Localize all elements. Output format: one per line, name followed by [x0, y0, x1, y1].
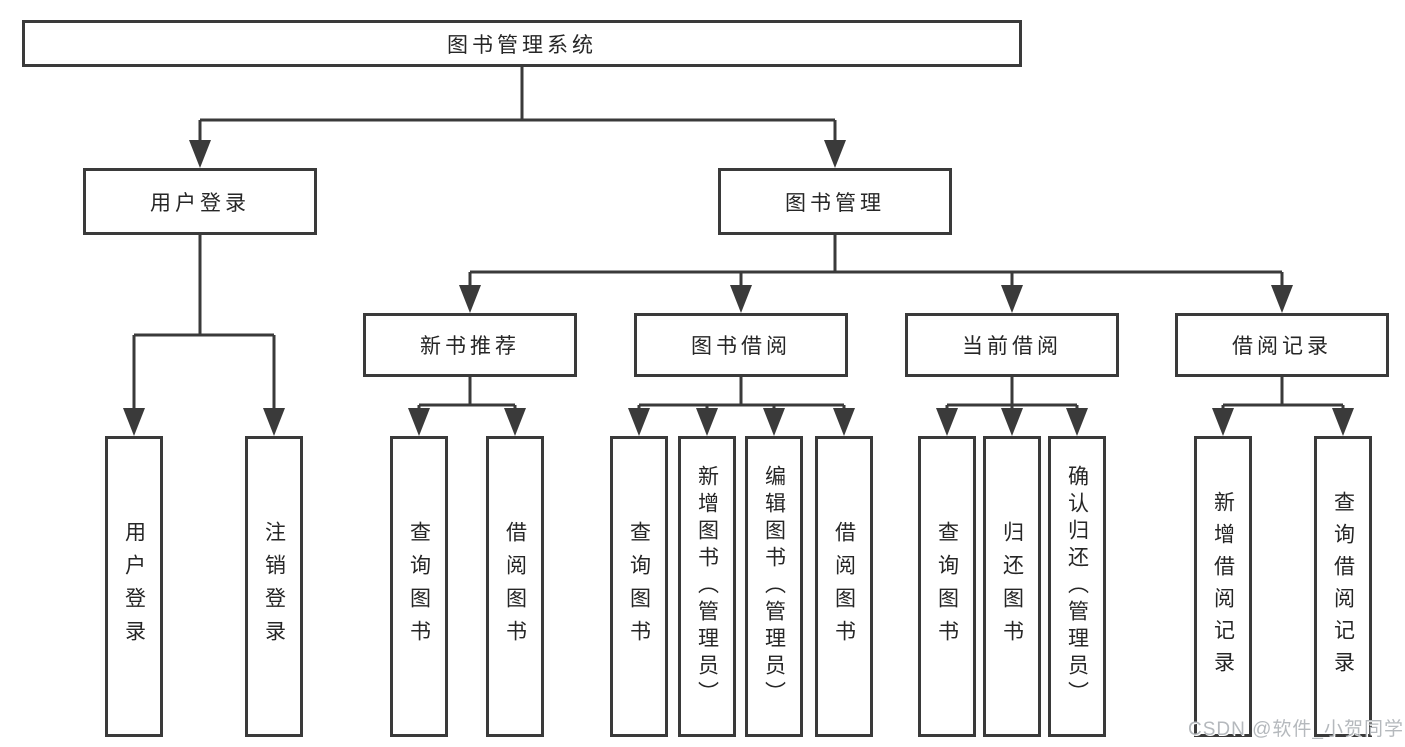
csdn-watermark: CSDN @软件_小贺同学 [1188, 719, 1404, 740]
node-label: 图书管理系统 [447, 33, 597, 57]
leaf-label: 查询图书 [935, 520, 959, 653]
node-book-borrow: 图书借阅 [634, 313, 848, 377]
node-user-login: 用户登录 [83, 168, 317, 235]
node-label: 图书管理 [785, 191, 885, 215]
leaf-edit-books-admin: 编辑图书（管理员） [745, 436, 803, 737]
leaf-user-login: 用户登录 [105, 436, 163, 737]
node-new-book-recommend: 新书推荐 [363, 313, 577, 377]
node-label: 图书借阅 [691, 335, 791, 358]
leaf-label: 注销登录 [262, 520, 286, 653]
leaf-query-borrow-record: 查询借阅记录 [1314, 436, 1372, 737]
leaf-borrow-books-recommend: 借阅图书 [486, 436, 544, 737]
node-label: 借阅记录 [1232, 335, 1332, 358]
arrowheads [123, 140, 1354, 436]
leaf-label: 查询图书 [627, 520, 651, 653]
leaf-query-books-recommend: 查询图书 [390, 436, 448, 737]
leaf-logout: 注销登录 [245, 436, 303, 737]
leaf-label: 查询图书 [407, 520, 431, 653]
leaf-label: 新增借阅记录 [1211, 490, 1235, 683]
leaf-add-books-admin: 新增图书（管理员） [678, 436, 736, 737]
leaf-label: 查询借阅记录 [1331, 490, 1355, 683]
node-library-management-system: 图书管理系统 [22, 20, 1022, 67]
leaf-label: 确认归还（管理员） [1065, 465, 1089, 708]
leaf-label: 借阅图书 [832, 520, 856, 653]
leaf-label: 用户登录 [122, 520, 146, 653]
leaf-query-books-borrow: 查询图书 [610, 436, 668, 737]
leaf-query-books-current: 查询图书 [918, 436, 976, 737]
node-book-management: 图书管理 [718, 168, 952, 235]
leaf-label: 编辑图书（管理员） [762, 465, 786, 708]
leaf-label: 归还图书 [1000, 520, 1024, 653]
leaf-label: 借阅图书 [503, 520, 527, 653]
node-label: 当前借阅 [962, 335, 1062, 358]
leaf-confirm-return-admin: 确认归还（管理员） [1048, 436, 1106, 737]
node-current-borrow: 当前借阅 [905, 313, 1119, 377]
node-label: 新书推荐 [420, 335, 520, 358]
leaf-borrow-books: 借阅图书 [815, 436, 873, 737]
node-borrow-records: 借阅记录 [1175, 313, 1389, 377]
node-label: 用户登录 [150, 191, 250, 215]
leaf-add-borrow-record: 新增借阅记录 [1194, 436, 1252, 737]
leaf-label: 新增图书（管理员） [695, 465, 719, 708]
leaf-return-books: 归还图书 [983, 436, 1041, 737]
